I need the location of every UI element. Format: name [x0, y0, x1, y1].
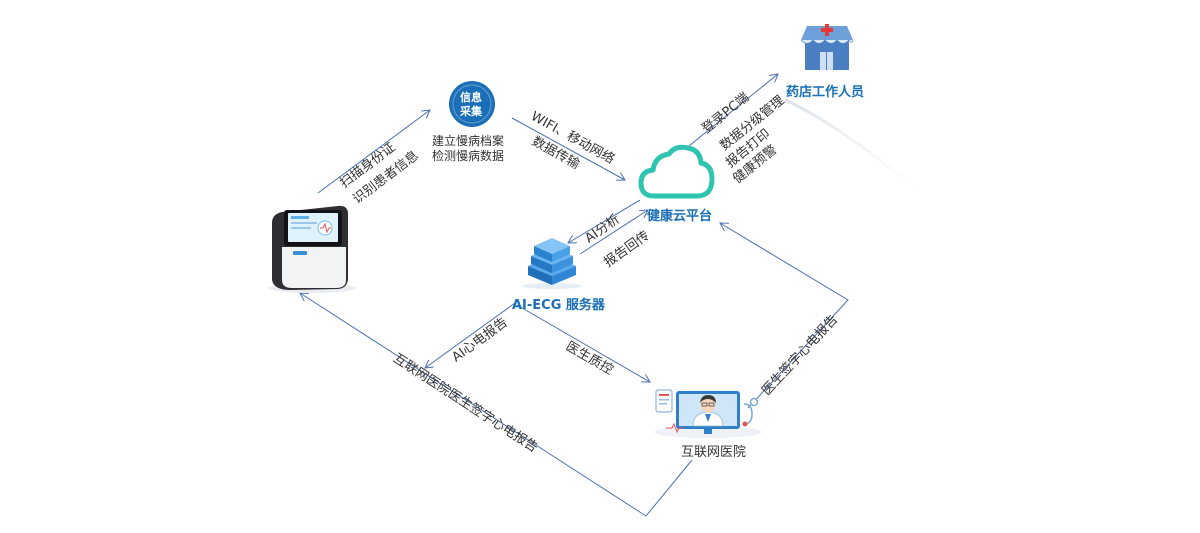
decor-shadow-line: [784, 98, 926, 197]
cloud-icon: [638, 144, 715, 199]
info-badge-bottom: 采集: [460, 105, 482, 118]
edge-cloud-to-pharmacy: [683, 74, 778, 151]
info-collection-badge-icon: [449, 81, 495, 127]
hospital-title: 互联网医院: [681, 445, 747, 460]
edge-server-to-device: [425, 302, 516, 368]
edge-hospital-to-cloud: [720, 223, 849, 409]
edge-server-to-hospital: [516, 304, 650, 382]
edge-hospital-to-device: [300, 293, 693, 517]
edge-server-to-cloud: [579, 210, 648, 255]
cloud-title: 健康云平台: [647, 209, 713, 224]
pharmacy-title: 药店工作人员: [786, 85, 865, 100]
server-title: AI-ECG 服务器: [512, 298, 605, 313]
info-caption-line1: 建立慢病档案: [432, 134, 505, 148]
pharmacy-store-icon: [800, 24, 854, 70]
edge-device-to-info: [317, 110, 430, 194]
info-caption-line2: 检测慢病数据: [432, 149, 505, 163]
edge-cloud-to-server: [568, 199, 641, 243]
ecg-kiosk-icon: [268, 205, 356, 293]
info-badge-top: 信息: [460, 91, 482, 104]
doctor-monitor-icon: [654, 389, 762, 438]
edge-info-to-cloud: [511, 117, 625, 180]
server-stack-icon: [522, 238, 582, 289]
